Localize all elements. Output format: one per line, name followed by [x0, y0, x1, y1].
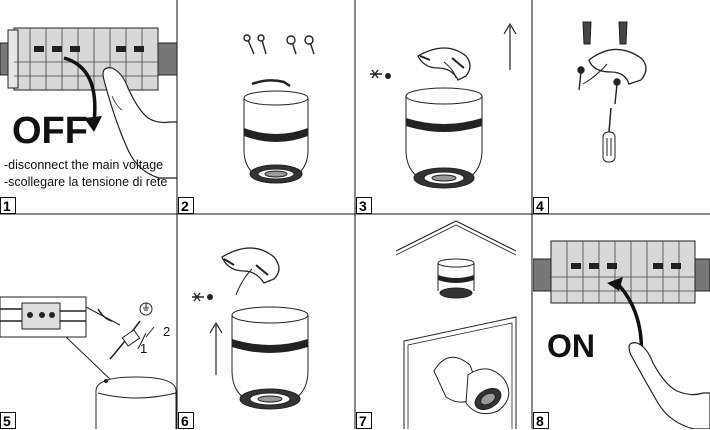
- installed-lamp-illustration: [395, 220, 517, 429]
- wiring-connection-illustration: [0, 296, 177, 429]
- step-number: 3: [356, 197, 372, 214]
- breaker-panel-on-illustration: [533, 240, 710, 429]
- step-number: 1: [0, 197, 16, 214]
- instruction-line-1: -disconnect the main voltage: [4, 158, 164, 172]
- step-number: 5: [0, 412, 16, 429]
- mount-lamp-illustration: [192, 247, 309, 410]
- step-number: 4: [533, 197, 549, 214]
- on-label: ON: [547, 328, 595, 364]
- step-number: 7: [356, 412, 372, 429]
- screws-and-lamp-illustration: [243, 34, 315, 184]
- bracket-and-lamp-illustration: [370, 22, 517, 189]
- wire-label-2: 2: [163, 324, 171, 339]
- breaker-panel-off-illustration: [0, 27, 177, 179]
- step-number: 8: [533, 412, 549, 429]
- off-label: OFF: [12, 110, 88, 152]
- wire-label-1: 1: [140, 341, 148, 356]
- step-number: 6: [178, 412, 194, 429]
- instruction-line-2: -scollegare la tensione di rete: [4, 175, 168, 189]
- step-number: 2: [178, 197, 194, 214]
- fixing-bracket-illustration: [577, 21, 647, 163]
